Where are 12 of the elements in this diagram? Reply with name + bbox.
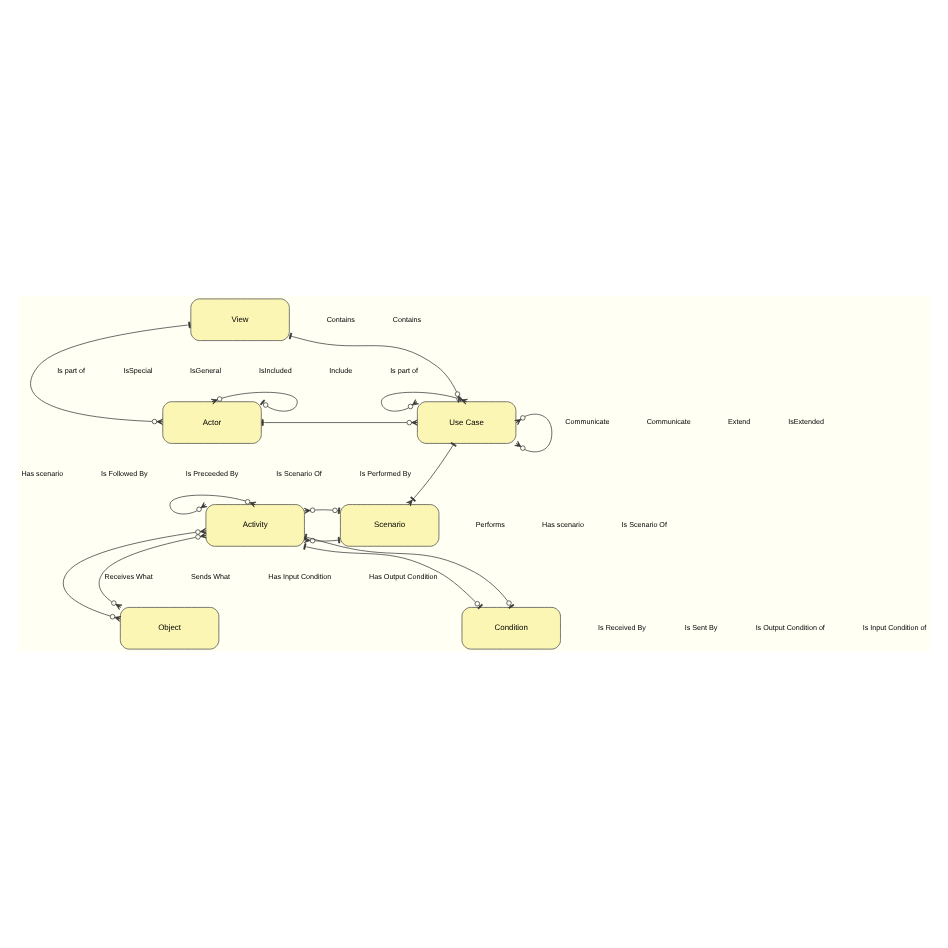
connector	[303, 543, 483, 610]
connector	[514, 413, 553, 453]
connector	[62, 528, 207, 622]
connector	[261, 419, 418, 426]
connector	[303, 536, 341, 544]
connector	[169, 494, 257, 515]
connector	[303, 533, 515, 609]
connector	[210, 391, 298, 412]
connector	[30, 321, 191, 425]
connector	[406, 442, 457, 507]
connector	[98, 532, 207, 610]
connector	[303, 507, 341, 515]
